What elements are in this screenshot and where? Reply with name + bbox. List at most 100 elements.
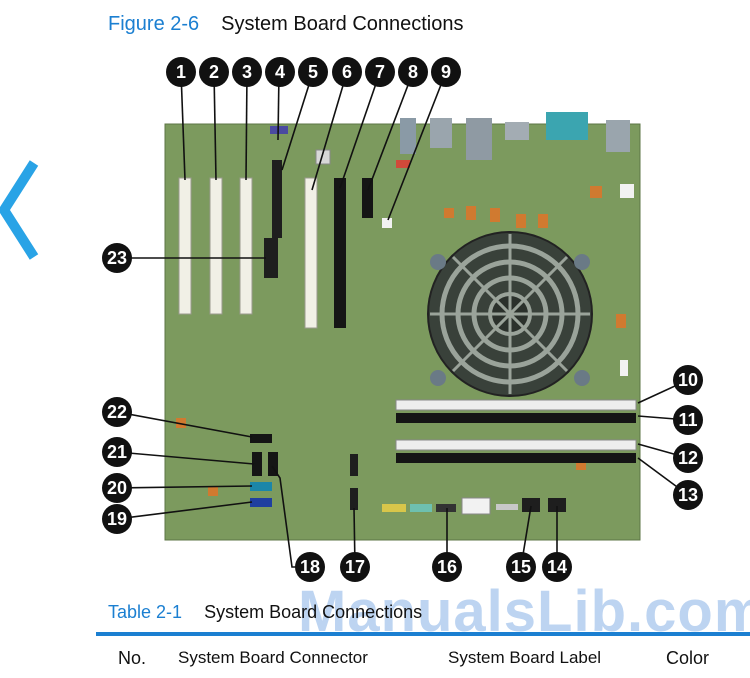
callout-label-11: 11: [678, 410, 697, 430]
fan-header: [522, 498, 540, 512]
table-title: System Board Connections: [204, 602, 423, 622]
callout-marker-10: [673, 365, 703, 395]
callout-marker-9: [431, 57, 461, 87]
dimm-slot: [396, 413, 636, 423]
callout-marker-19: [102, 504, 132, 534]
leader-line: [339, 71, 381, 189]
connector: [382, 218, 392, 228]
callout-marker-15: [506, 552, 536, 582]
capacitor: [444, 208, 454, 218]
capacitor: [538, 214, 548, 228]
callout-label-21: 21: [107, 442, 127, 462]
callout-marker-14: [542, 552, 572, 582]
pcie-x1-slot: [362, 178, 373, 218]
callout-marker-13: [673, 480, 703, 510]
leader-line: [367, 71, 414, 191]
table-header-connector: System Board Connector: [178, 648, 368, 667]
pcie-x16-slot-black: [334, 178, 346, 328]
pci-slot: [209, 177, 223, 315]
leader-line: [311, 71, 348, 191]
header: [382, 504, 406, 512]
callout-label-20: 20: [107, 478, 127, 498]
callout-label-8: 8: [408, 62, 418, 82]
io-port: [430, 118, 452, 148]
io-port: [400, 118, 416, 154]
header: [436, 504, 456, 512]
leader-line: [116, 485, 253, 489]
leader-line: [245, 71, 248, 181]
figure-caption: Figure 2-6 System Board Connections: [108, 13, 464, 36]
pci-slot: [239, 177, 253, 315]
callout-label-19: 19: [107, 509, 127, 529]
capacitor: [208, 486, 218, 496]
header: [350, 488, 358, 510]
leader-line: [213, 71, 217, 181]
callout-label-1: 1: [176, 62, 186, 82]
callout-label-9: 9: [441, 62, 451, 82]
callout-label-7: 7: [375, 62, 385, 82]
sata-connector: [250, 498, 272, 507]
power-connector: [461, 497, 491, 515]
table-caption: Table 2-1 System Board Connections: [108, 602, 422, 623]
callout-marker-18: [295, 552, 325, 582]
callout-label-4: 4: [275, 62, 285, 82]
previous-page-chevron-icon[interactable]: [0, 155, 64, 265]
io-port: [466, 118, 492, 160]
dimm-slot: [395, 399, 637, 411]
capacitor: [516, 214, 526, 228]
fan-header: [548, 498, 566, 512]
callout-marker-1: [166, 57, 196, 87]
callout-marker-3: [232, 57, 262, 87]
callout-label-14: 14: [547, 557, 567, 577]
callout-marker-7: [365, 57, 395, 87]
callout-marker-12: [673, 443, 703, 473]
capacitor: [176, 418, 186, 428]
dimm-slot: [396, 453, 636, 463]
table-number: Table 2-1: [108, 602, 183, 622]
callout-marker-16: [432, 552, 462, 582]
capacitor: [616, 314, 626, 328]
header: [272, 160, 282, 238]
callout-label-22: 22: [107, 402, 127, 422]
callout-marker-17: [340, 552, 370, 582]
header: [410, 504, 432, 512]
leader-line: [116, 411, 253, 438]
battery: [315, 149, 331, 165]
leader-line: [116, 451, 255, 465]
callout-marker-21: [102, 437, 132, 467]
dimm-slot: [395, 439, 637, 451]
callout-marker-4: [265, 57, 295, 87]
callout-label-6: 6: [342, 62, 352, 82]
io-port: [505, 122, 529, 140]
callout-label-10: 10: [678, 370, 698, 390]
callout-marker-8: [398, 57, 428, 87]
callout-marker-5: [298, 57, 328, 87]
leader-line: [116, 501, 253, 520]
capacitor: [576, 460, 586, 470]
header: [620, 360, 628, 376]
figure-number: Figure 2-6: [108, 13, 200, 35]
header: [264, 238, 278, 278]
callout-marker-22: [102, 397, 132, 427]
table-header-no: No.: [118, 648, 147, 668]
sata-connector: [268, 452, 278, 476]
sata-connector: [252, 452, 262, 476]
table-header-color: Color: [666, 648, 710, 668]
capacitor: [466, 206, 476, 220]
callout-label-2: 2: [209, 62, 219, 82]
callout-label-23: 23: [107, 248, 127, 268]
figure-title: System Board Connections: [221, 13, 464, 35]
connector: [396, 160, 410, 168]
io-port: [606, 120, 630, 152]
callout-marker-6: [332, 57, 362, 87]
table-top-rule: [96, 632, 750, 636]
callout-marker-2: [199, 57, 229, 87]
system-board-diagram: 1 2 3 4 5 6 7 8 9 10 11 12 13 14 15 16 1…: [102, 57, 703, 582]
callout-marker-11: [673, 405, 703, 435]
table-header-label: System Board Label: [448, 648, 602, 667]
callout-label-16: 16: [437, 557, 457, 577]
vga-port: [546, 112, 588, 140]
callout-label-3: 3: [242, 62, 252, 82]
header: [620, 184, 634, 198]
callout-label-15: 15: [511, 557, 531, 577]
